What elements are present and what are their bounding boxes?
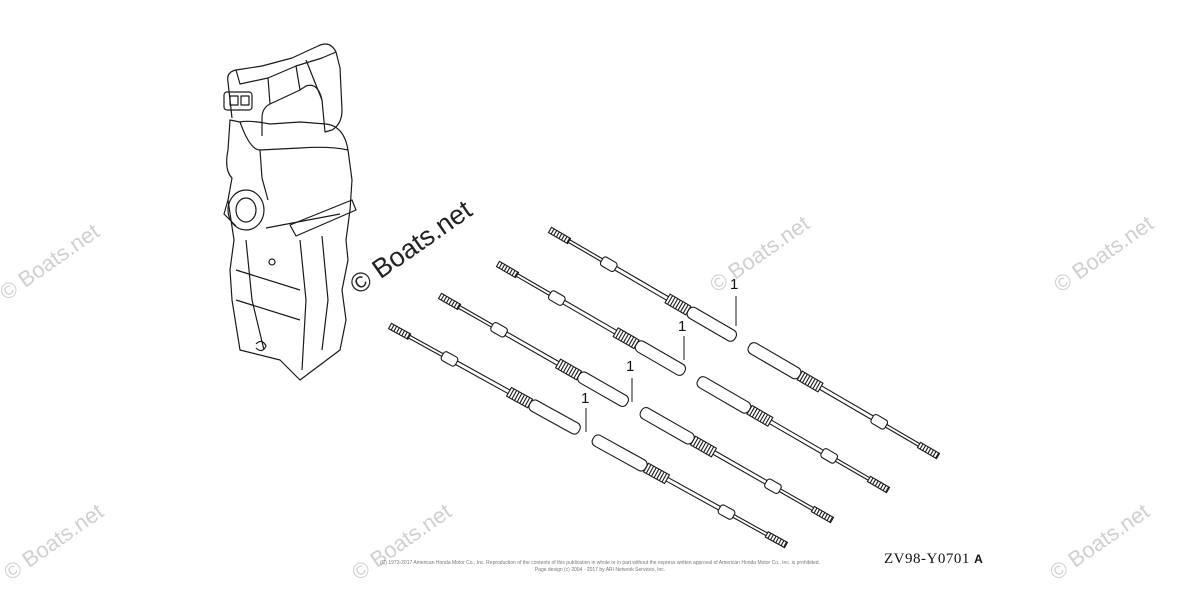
callout-1-d: 1	[581, 390, 590, 407]
diagram-code: ZV98-Y0701 A	[884, 551, 983, 568]
copyright-line-1: (C) 1973-2017 American Honda Motor Co., …	[380, 560, 820, 566]
control-cables	[387, 226, 941, 549]
control-cable	[495, 260, 891, 494]
control-cable	[547, 226, 941, 460]
control-cable	[437, 292, 835, 524]
callout-1-b: 1	[678, 318, 687, 335]
part-code: ZV98-Y0701	[884, 551, 970, 567]
callout-1-a: 1	[730, 276, 739, 293]
control-cable	[387, 322, 789, 549]
callout-1-c: 1	[626, 358, 635, 375]
copyright-line-2: Page design (c) 2004 - 2017 by ARI Netwo…	[534, 567, 666, 573]
revision-letter: A	[974, 552, 984, 566]
remote-control-box	[223, 43, 357, 381]
callout-leaders	[585, 296, 737, 432]
